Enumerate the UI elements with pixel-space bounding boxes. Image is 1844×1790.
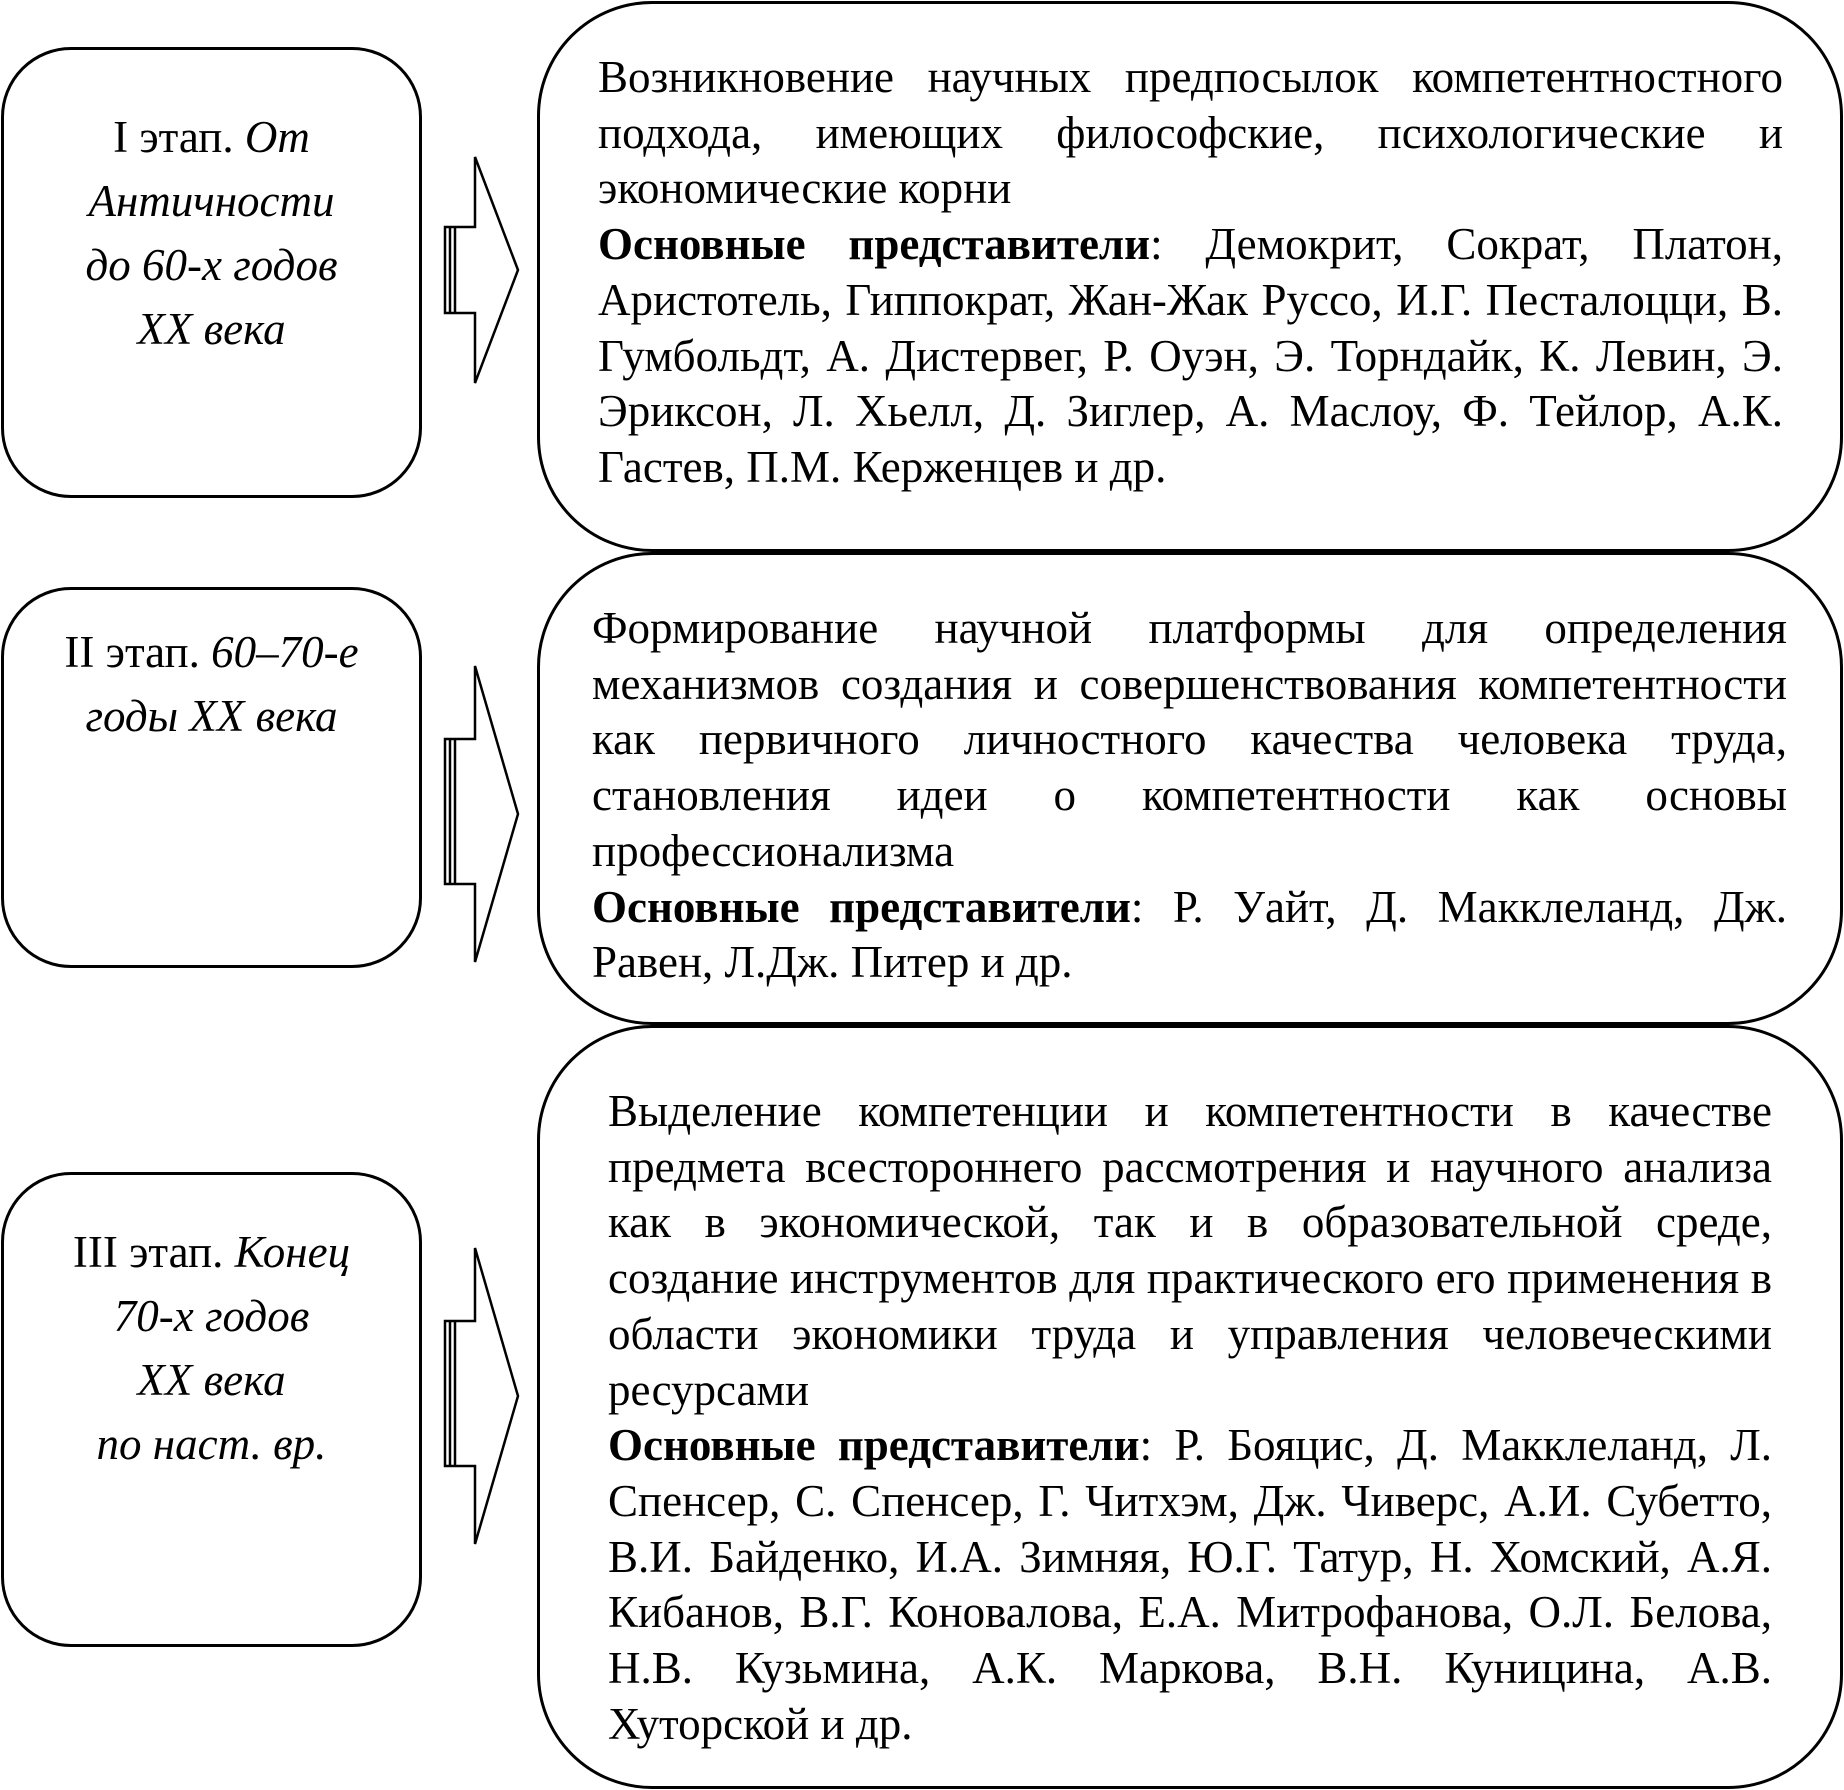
stage-1-period-line: до 60-х годов bbox=[85, 240, 338, 290]
stage-3-description-box: Выделение компетенции и компетентности в… bbox=[537, 1025, 1843, 1789]
stage-3-period-line: по наст. вр. bbox=[96, 1419, 327, 1469]
stage-2-box: II этап. 60–70-е годы XX века bbox=[1, 587, 422, 968]
stage-2-description: Формирование научной платформы для опред… bbox=[592, 603, 1787, 876]
stage-3-description: Выделение компетенции и компетентности в… bbox=[608, 1086, 1772, 1415]
stage-2-period-line: годы XX века bbox=[85, 691, 338, 741]
stage-2-arrow-icon bbox=[443, 665, 520, 963]
stage-1-representatives-title: Основные представители bbox=[598, 219, 1151, 270]
stage-2-representatives-list: : Р. Уайт, Д. Макклеланд, Дж. Равен, Л.Д… bbox=[592, 881, 1787, 988]
stage-2-representatives-title: Основные представители bbox=[592, 881, 1131, 932]
stage-3-representatives: Основные представители: Р. Бояцис, Д. Ма… bbox=[608, 1418, 1772, 1752]
stage-2-label: II этап. bbox=[64, 627, 200, 677]
stage-1-description: Возникновение научных предпосылок компет… bbox=[598, 52, 1783, 214]
stage-1-period-line: XX века bbox=[137, 304, 286, 354]
stage-1-box: I этап. От Античности до 60-х годов XX в… bbox=[1, 47, 422, 498]
stage-3-title-line-1: III этап. Конец bbox=[73, 1220, 350, 1284]
stage-2-representatives: Основные представители: Р. Уайт, Д. Макк… bbox=[592, 880, 1787, 991]
stage-1-arrow-icon bbox=[443, 156, 520, 384]
stage-3-representatives-list: : Р. Бояцис, Д. Макклеланд, Л. Спенсер, … bbox=[608, 1420, 1772, 1749]
stage-1-period-line: Античности bbox=[88, 176, 335, 226]
stage-3-box: III этап. Конец 70-х годов XX века по на… bbox=[1, 1172, 422, 1647]
stage-1-period-line: От bbox=[244, 112, 310, 162]
stage-1-label: I этап. bbox=[113, 112, 234, 162]
stage-3-arrow-icon bbox=[443, 1247, 520, 1545]
stage-3-representatives-title: Основные представители bbox=[608, 1420, 1140, 1471]
stage-3-period-line: Конец bbox=[234, 1227, 351, 1277]
stage-3-period-line: 70-х годов bbox=[113, 1291, 310, 1341]
stage-1-representatives: Основные представители: Демокрит, Сократ… bbox=[598, 217, 1783, 496]
stage-1-description-box: Возникновение научных предпосылок компет… bbox=[537, 1, 1843, 552]
stage-1-title-line-1: I этап. От bbox=[113, 105, 310, 169]
stage-2-description-box: Формирование научной платформы для опред… bbox=[537, 552, 1843, 1025]
stage-2-period-line: 60–70-е bbox=[211, 627, 359, 677]
stage-3-period-line: XX века bbox=[137, 1355, 286, 1405]
stage-2-title-line-1: II этап. 60–70-е bbox=[64, 620, 358, 684]
stage-1-representatives-list: : Демокрит, Сократ, Платон, Аристотель, … bbox=[598, 219, 1783, 492]
stage-3-label: III этап. bbox=[72, 1227, 224, 1277]
